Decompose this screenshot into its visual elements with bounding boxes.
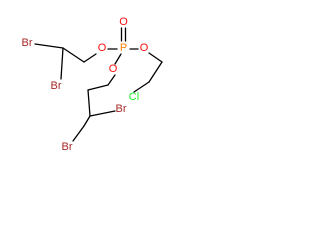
bond-c-c-bottom-1 [87,84,109,91]
atom-bromine-bottom-1: Br [116,103,127,115]
atom-bromine-top-2: Br [51,80,62,92]
molecule-diagram: O P O O O Br Br Cl Br Br [22,16,163,153]
bond-p-o-bottom [114,53,122,65]
bond-c-br-bottom-2 [72,125,85,142]
bonds [34,27,163,142]
atom-oxo-oxygen: O [119,16,128,28]
atom-phosphorus: P [120,42,127,54]
bond-c-c-bottom-2 [87,89,91,117]
bond-o-c-left [83,53,97,63]
bond-c-cl-right [133,81,150,93]
atom-ester-oxygen-left: O [98,42,107,54]
bond-c-c-bottom-3 [83,115,91,127]
bond-c-c-right [148,61,163,83]
atom-bromine-bottom-2: Br [62,141,73,153]
atom-bromine-top-1: Br [22,37,33,49]
atom-ester-oxygen-bottom: O [109,63,118,75]
bond-o-c-bottom [107,74,116,86]
atom-chlorine: Cl [129,91,139,103]
atom-ester-oxygen-right: O [140,42,149,54]
bond-c-c-left-2 [34,43,64,49]
structure-canvas: O P O O O Br Br Cl Br Br [0,0,193,167]
atom-labels: O P O O O Br Br Cl Br Br [22,16,149,153]
bond-c-br-bottom-1 [89,110,116,117]
bond-c-c-left-1 [62,47,85,63]
bond-o-c-right [148,52,163,63]
bond-c-br-left-2 [60,47,64,80]
